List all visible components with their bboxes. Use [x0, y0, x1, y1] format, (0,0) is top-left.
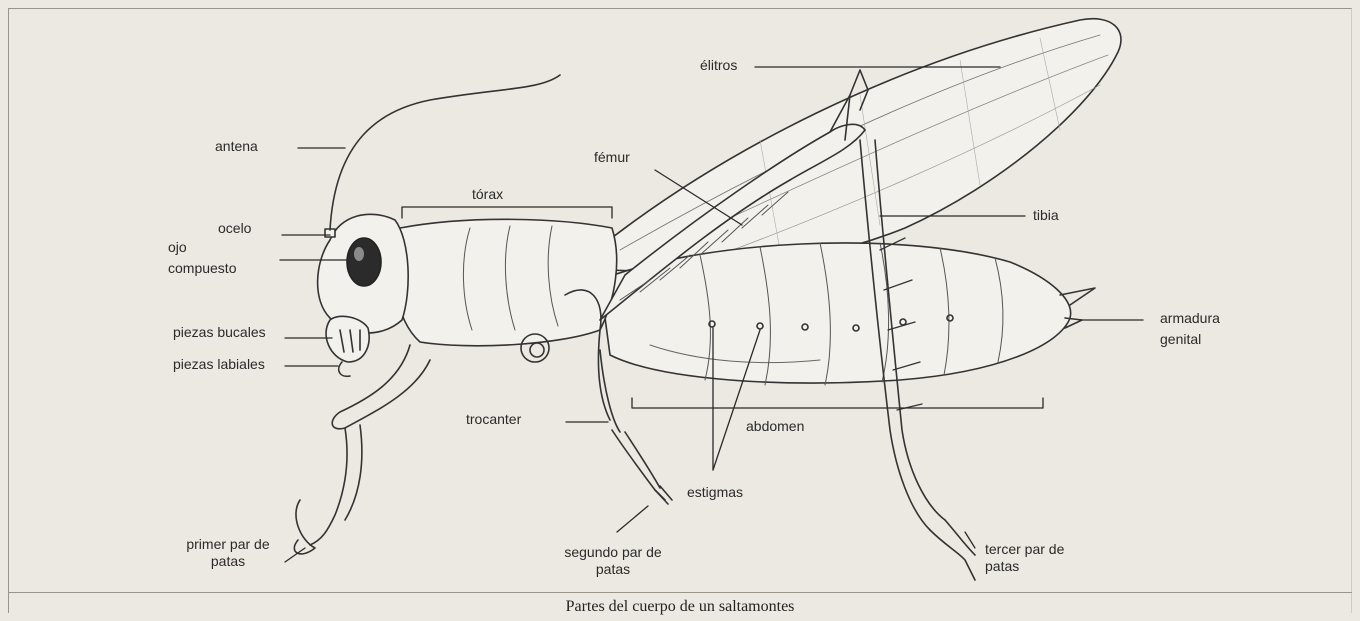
label-armadura: armadura	[1160, 310, 1220, 327]
label-primer-par: primer par de patas	[168, 536, 288, 570]
label-segundo-par: segundo par de patas	[548, 544, 678, 578]
label-trocanter: trocanter	[466, 411, 521, 428]
label-tibia: tibia	[1033, 207, 1059, 224]
abdomen-drawing	[600, 243, 1095, 385]
grasshopper-diagram	[0, 0, 1360, 600]
label-antena: antena	[215, 138, 258, 155]
label-primer-line2: patas	[168, 553, 288, 570]
label-tercer-line1: tercer par de	[985, 541, 1064, 558]
figure-caption: Partes del cuerpo de un saltamontes	[0, 598, 1360, 616]
label-primer-line1: primer par de	[168, 536, 288, 553]
wing-drawing	[590, 19, 1121, 271]
label-piezas-labiales: piezas labiales	[173, 356, 265, 373]
label-piezas-bucales: piezas bucales	[173, 324, 266, 341]
label-estigmas: estigmas	[687, 484, 743, 501]
label-tercer-par: tercer par de patas	[985, 541, 1064, 575]
label-segundo-line1: segundo par de	[548, 544, 678, 561]
pointer-segundo	[617, 506, 648, 532]
bracket-torax	[402, 207, 612, 218]
label-segundo-line2: patas	[548, 561, 678, 578]
label-elitros: élitros	[700, 57, 737, 74]
label-torax: tórax	[472, 186, 503, 203]
label-ojo: ojo	[168, 239, 187, 256]
label-abdomen: abdomen	[746, 418, 804, 435]
label-compuesto: compuesto	[168, 260, 236, 277]
label-ocelo: ocelo	[218, 220, 251, 237]
label-femur: fémur	[594, 149, 630, 166]
label-genital: genital	[1160, 331, 1201, 348]
bracket-abdomen	[632, 398, 1043, 408]
label-tercer-line2: patas	[985, 558, 1064, 575]
